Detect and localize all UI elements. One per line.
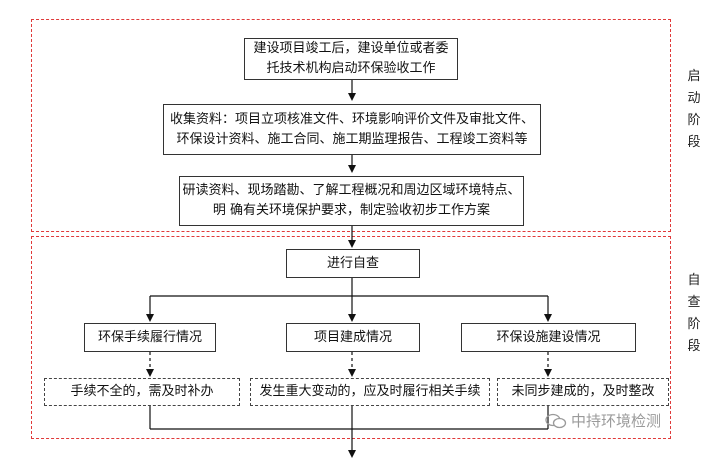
procedures-branch-box: 环保手续履行情况 bbox=[84, 323, 216, 352]
self-check-box: 进行自查 bbox=[286, 249, 420, 278]
study-materials-box: 研读资料、现场踏勘、了解工程概况和周边区域环境特点、 明 确有关环境保护要求，制… bbox=[179, 176, 524, 226]
project-branch-box: 项目建成情况 bbox=[286, 323, 420, 352]
facilities-branch-box: 环保设施建设情况 bbox=[461, 323, 636, 352]
collect-materials-box: 收集资料：项目立项核准文件、环境影响评价文件及审批文件、 环保设计资料、施工合同… bbox=[163, 104, 541, 155]
startup-stage-region bbox=[31, 19, 671, 232]
self-check-stage-region bbox=[31, 236, 671, 439]
procedures-action-box: 手续不全的，需及时补办 bbox=[44, 378, 240, 406]
start-acceptance-box: 建设项目竣工后，建设单位或者委 托技术机构启动环保验收工作 bbox=[244, 38, 458, 80]
startup-stage-label: 启 动 阶 段 bbox=[687, 69, 701, 150]
watermark: 中持环境检测 bbox=[545, 410, 661, 431]
facilities-action-box: 未同步建成的，及时整改 bbox=[497, 378, 669, 406]
self-check-stage-label: 自 查 阶 段 bbox=[687, 273, 701, 354]
project-action-box: 发生重大变动的，应及时履行相关手续 bbox=[250, 378, 490, 406]
watermark-text: 中持环境检测 bbox=[571, 412, 662, 430]
wechat-icon bbox=[545, 413, 567, 428]
